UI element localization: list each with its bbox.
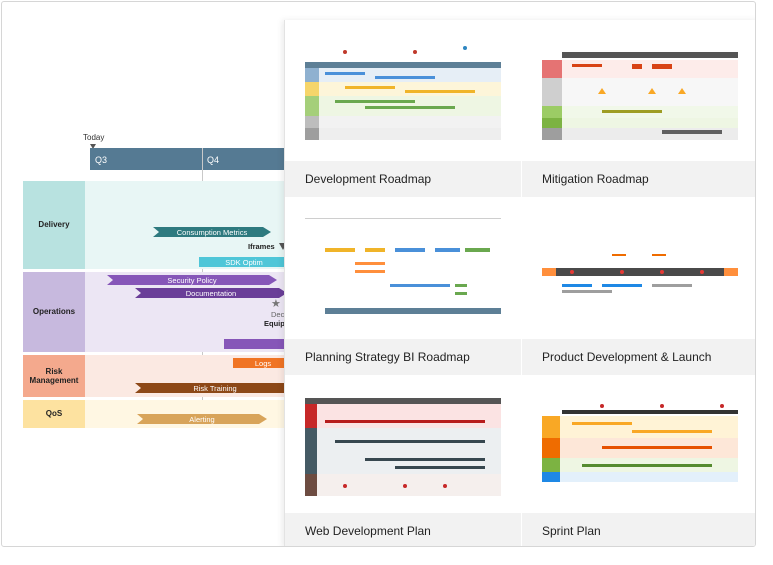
milestone-icon [279, 243, 287, 250]
template-card-web-development-plan[interactable]: Web Development Plan [285, 376, 521, 546]
template-name: Web Development Plan [285, 513, 521, 546]
swimlane-qos: QoS Alerting [23, 400, 287, 428]
swimlane-operations: Operations Security Policy Documentation… [23, 272, 294, 352]
template-card-mitigation-roadmap[interactable]: Mitigation Roadmap [522, 20, 755, 197]
task-bar[interactable]: Consumption Metrics [153, 227, 271, 237]
product-launch-preview-icon [542, 254, 738, 293]
timeline-quarter-bar [90, 148, 290, 170]
milestone-label: Equip [264, 319, 285, 328]
template-thumbnail [522, 20, 755, 170]
swimlane-label: QoS [23, 400, 85, 428]
quarter-label: Q3 [95, 155, 108, 165]
mitigation-roadmap-preview-icon [542, 52, 738, 140]
swimlane-body: Security Policy Documentation ★ Dec Equi… [85, 272, 294, 352]
template-thumbnail [285, 376, 521, 526]
template-name: Sprint Plan [522, 513, 755, 546]
task-bar[interactable] [224, 339, 294, 349]
template-name: Planning Strategy BI Roadmap [285, 339, 521, 375]
task-bar[interactable]: SDK Optim [199, 257, 289, 267]
swimlane-label: Risk Management [23, 355, 85, 397]
template-name: Mitigation Roadmap [522, 161, 755, 197]
template-card-sprint-plan[interactable]: Sprint Plan [522, 376, 755, 546]
today-label: Today [83, 133, 105, 142]
development-roadmap-preview-icon [305, 46, 501, 140]
sprint-plan-preview-icon [542, 404, 738, 482]
task-label: Security Policy [167, 275, 217, 285]
swimlane-risk-management: Risk Management Logs Risk Training [23, 355, 287, 397]
template-card-product-development-launch[interactable]: Product Development & Launch [522, 198, 755, 375]
template-thumbnail [522, 376, 755, 526]
template-thumbnail [522, 198, 755, 348]
task-bar[interactable]: Documentation [135, 288, 287, 298]
swimlane-body: Consumption Metrics Iframes SDK Optim [85, 181, 289, 269]
template-thumbnail [285, 20, 521, 170]
template-card-development-roadmap[interactable]: Development Roadmap [285, 20, 521, 197]
task-bar[interactable]: Alerting [137, 414, 267, 424]
task-label: SDK Optim [225, 257, 263, 267]
swimlane-body: Alerting [85, 400, 287, 428]
planning-strategy-preview-icon [305, 218, 501, 314]
task-label: Logs [254, 358, 272, 368]
milestone-label: Dec [271, 310, 285, 319]
swimlane-body: Logs Risk Training [85, 355, 287, 397]
task-bar[interactable]: Logs [233, 358, 293, 368]
task-bar[interactable]: Security Policy [107, 275, 277, 285]
template-gallery-panel: Development Roadmap Mitigation Roadmap [284, 20, 755, 546]
task-label: Alerting [189, 414, 215, 424]
template-thumbnail [285, 198, 521, 348]
swimlane-delivery: Delivery Consumption Metrics Iframes SDK… [23, 181, 289, 269]
task-label: Consumption Metrics [176, 227, 248, 237]
roadmap-canvas: Today Q3 Q4 Delivery Consumption Metrics… [1, 1, 756, 547]
swimlane-label: Operations [23, 272, 85, 352]
task-bar[interactable]: Risk Training [135, 383, 295, 393]
swimlane-label: Delivery [23, 181, 85, 269]
web-development-preview-icon [305, 398, 501, 496]
template-name: Product Development & Launch [522, 339, 755, 375]
template-name: Development Roadmap [285, 161, 521, 197]
milestone-label: Iframes [248, 242, 275, 251]
task-label: Risk Training [193, 383, 237, 393]
task-label: Documentation [185, 288, 237, 298]
star-milestone-icon: ★ [271, 298, 281, 310]
template-card-planning-strategy-bi-roadmap[interactable]: Planning Strategy BI Roadmap [285, 198, 521, 375]
quarter-label: Q4 [207, 155, 220, 165]
today-marker-icon [90, 144, 96, 149]
